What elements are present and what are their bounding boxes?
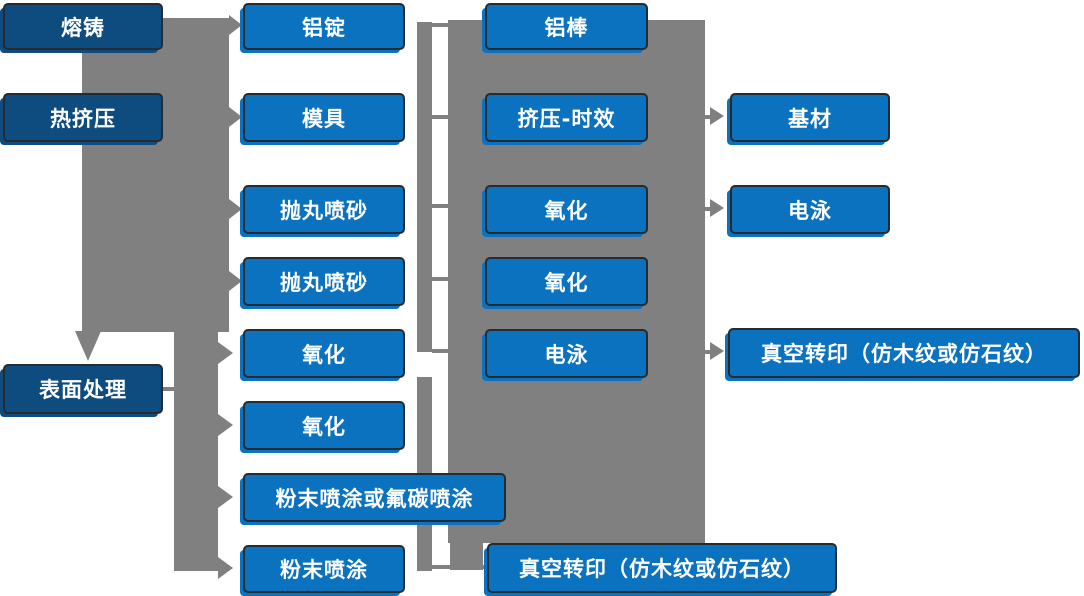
connector-tick-row3 bbox=[432, 204, 448, 208]
arrow-to-vacuum-transfer-right bbox=[710, 342, 724, 360]
connector-tick-row4 bbox=[432, 277, 448, 281]
node-aluminum-ingot: 铝锭 bbox=[243, 3, 405, 50]
node-powder-coating: 粉末喷涂 bbox=[243, 545, 405, 593]
arrow-stem-to-base-material bbox=[698, 115, 710, 119]
node-vacuum-transfer-bottom: 真空转印（仿木纹或仿石纹） bbox=[487, 543, 837, 593]
node-oxidation-4: 氧化 bbox=[485, 257, 648, 306]
connector-mid-spine-upper bbox=[417, 22, 432, 352]
node-shot-blasting-2: 抛丸喷砂 bbox=[243, 257, 405, 306]
node-electrophoresis-2: 电泳 bbox=[730, 185, 890, 234]
connector-bottom-stub bbox=[450, 543, 483, 570]
arrow-to-powder-coating bbox=[218, 557, 233, 579]
arrow-to-aluminum-ingot bbox=[229, 15, 242, 35]
node-melt-cast: 熔铸 bbox=[3, 3, 163, 50]
arrow-to-mold bbox=[229, 107, 242, 127]
node-aluminum-rod: 铝棒 bbox=[485, 3, 648, 50]
connector-left-spine-lower bbox=[174, 332, 218, 571]
node-base-material: 基材 bbox=[730, 93, 890, 142]
node-oxidation-3: 氧化 bbox=[485, 185, 648, 234]
node-mold: 模具 bbox=[243, 93, 405, 142]
node-surface-treatment: 表面处理 bbox=[3, 364, 163, 414]
connector-tick-row1 bbox=[432, 23, 448, 27]
arrow-to-oxidation-1 bbox=[218, 342, 233, 364]
arrow-to-powder-or-fluorocarbon bbox=[218, 486, 233, 508]
arrow-stem-to-electrophoresis-2 bbox=[698, 207, 710, 211]
arrow-to-shot-blasting-1 bbox=[229, 199, 242, 219]
connector-tick-row5 bbox=[432, 349, 448, 353]
node-extrusion-aging: 挤压-时效 bbox=[485, 93, 648, 142]
arrow-to-oxidation-2 bbox=[218, 414, 233, 436]
connector-tick-row2 bbox=[432, 115, 448, 119]
node-oxidation-2: 氧化 bbox=[243, 401, 405, 450]
arrow-to-electrophoresis-2 bbox=[710, 199, 724, 217]
node-hot-extrusion: 热挤压 bbox=[3, 93, 163, 142]
arrow-to-shot-blasting-2 bbox=[229, 271, 242, 291]
node-oxidation-1: 氧化 bbox=[243, 329, 405, 378]
arrow-stem-to-vacuum-transfer-right bbox=[698, 350, 710, 354]
node-electrophoresis-1: 电泳 bbox=[485, 329, 648, 378]
node-powder-or-fluorocarbon: 粉末喷涂或氟碳喷涂 bbox=[243, 473, 506, 522]
arrow-down-to-surface-treatment bbox=[75, 331, 101, 361]
connector-left-trunk bbox=[82, 18, 229, 332]
node-vacuum-transfer-right: 真空转印（仿木纹或仿石纹） bbox=[728, 328, 1080, 378]
node-shot-blasting-1: 抛丸喷砂 bbox=[243, 185, 405, 234]
connector-surface-treatment-link bbox=[163, 387, 176, 391]
arrow-to-base-material bbox=[710, 107, 724, 125]
